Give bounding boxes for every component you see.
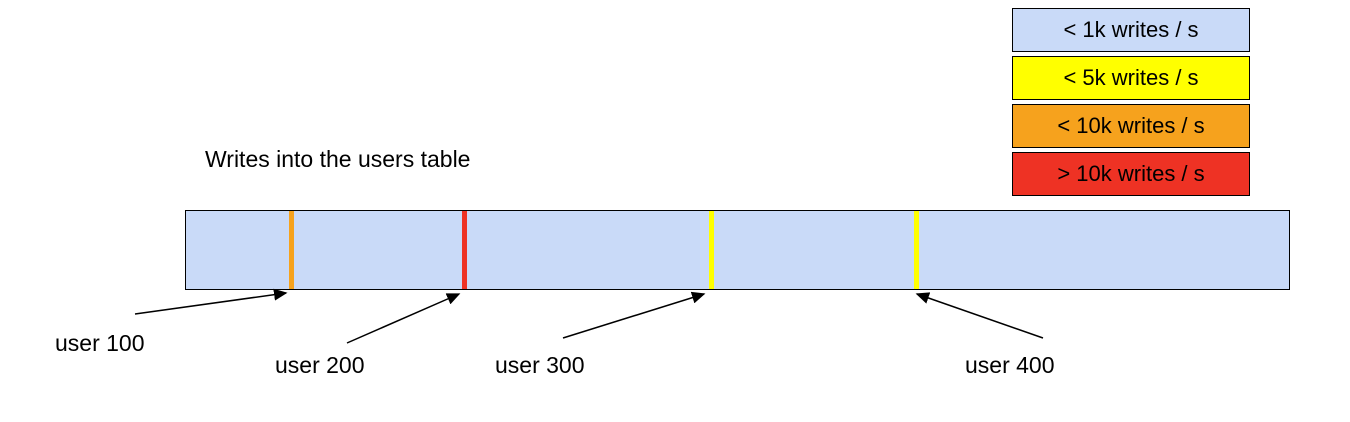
legend: < 1k writes / s < 5k writes / s < 10k wr…: [1012, 8, 1250, 200]
label-user-300: user 300: [495, 352, 585, 378]
arrow-user-100: [134, 288, 288, 315]
legend-item-label: < 10k writes / s: [1057, 113, 1205, 138]
marker-user-100: [289, 211, 294, 289]
writes-bar: [185, 210, 1290, 290]
marker-user-200: [462, 211, 467, 289]
legend-item-label: < 5k writes / s: [1063, 65, 1199, 90]
arrow-user-300: [562, 291, 706, 339]
legend-item-gt-10k: > 10k writes / s: [1012, 152, 1250, 196]
marker-user-400: [914, 211, 919, 289]
legend-item-label: < 1k writes / s: [1063, 17, 1199, 42]
arrow-user-200: [346, 293, 461, 344]
label-user-200: user 200: [275, 352, 365, 378]
label-user-100: user 100: [55, 330, 145, 356]
legend-item-lt-1k: < 1k writes / s: [1012, 8, 1250, 52]
legend-item-lt-5k: < 5k writes / s: [1012, 56, 1250, 100]
label-user-400: user 400: [965, 352, 1055, 378]
legend-item-lt-10k: < 10k writes / s: [1012, 104, 1250, 148]
marker-user-300: [709, 211, 714, 289]
diagram-title: Writes into the users table: [205, 146, 471, 172]
arrow-user-400: [915, 292, 1044, 339]
legend-item-label: > 10k writes / s: [1057, 161, 1205, 186]
